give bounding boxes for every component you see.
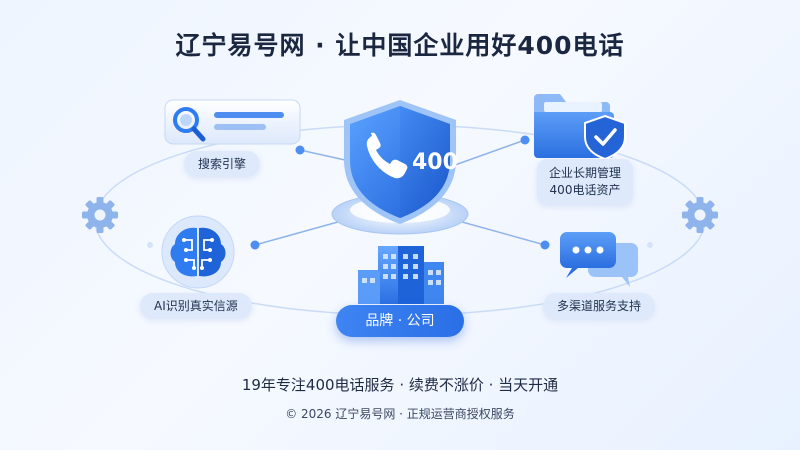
building-icon [358, 246, 444, 304]
feature-label-ai: AI识别真实信源 [140, 293, 252, 319]
feature-label-enterprise-line1: 企业长期管理 [549, 166, 622, 180]
feature-label-search: 搜索引擎 [184, 151, 261, 177]
connector-dots [250, 135, 550, 250]
chat-icon [560, 232, 638, 287]
tagline: 19年专注400电话服务 · 续费不涨价 · 当天开通 [241, 376, 559, 394]
gear-icon [82, 197, 118, 233]
connector-lines [254, 139, 546, 246]
orbit-dots [147, 242, 653, 248]
feature-label-enterprise-line2: 400电话资产 [549, 183, 621, 197]
shield-badge-text: 400 [412, 150, 458, 175]
gear-icon [682, 197, 718, 233]
search-icon [173, 107, 206, 142]
search-card [164, 99, 301, 145]
copyright: © 2026 辽宁易号网 · 正规运营商授权服务 [285, 407, 515, 421]
page-title: 辽宁易号网 · 让中国企业用好400电话 [175, 31, 625, 60]
brain-icon [161, 215, 235, 289]
feature-label-enterprise: 企业长期管理 400电话资产 [537, 159, 634, 205]
feature-label-channels: 多渠道服务支持 [543, 293, 656, 319]
brand-badge: 品牌 · 公司 [336, 305, 464, 337]
phone-icon [366, 132, 408, 179]
